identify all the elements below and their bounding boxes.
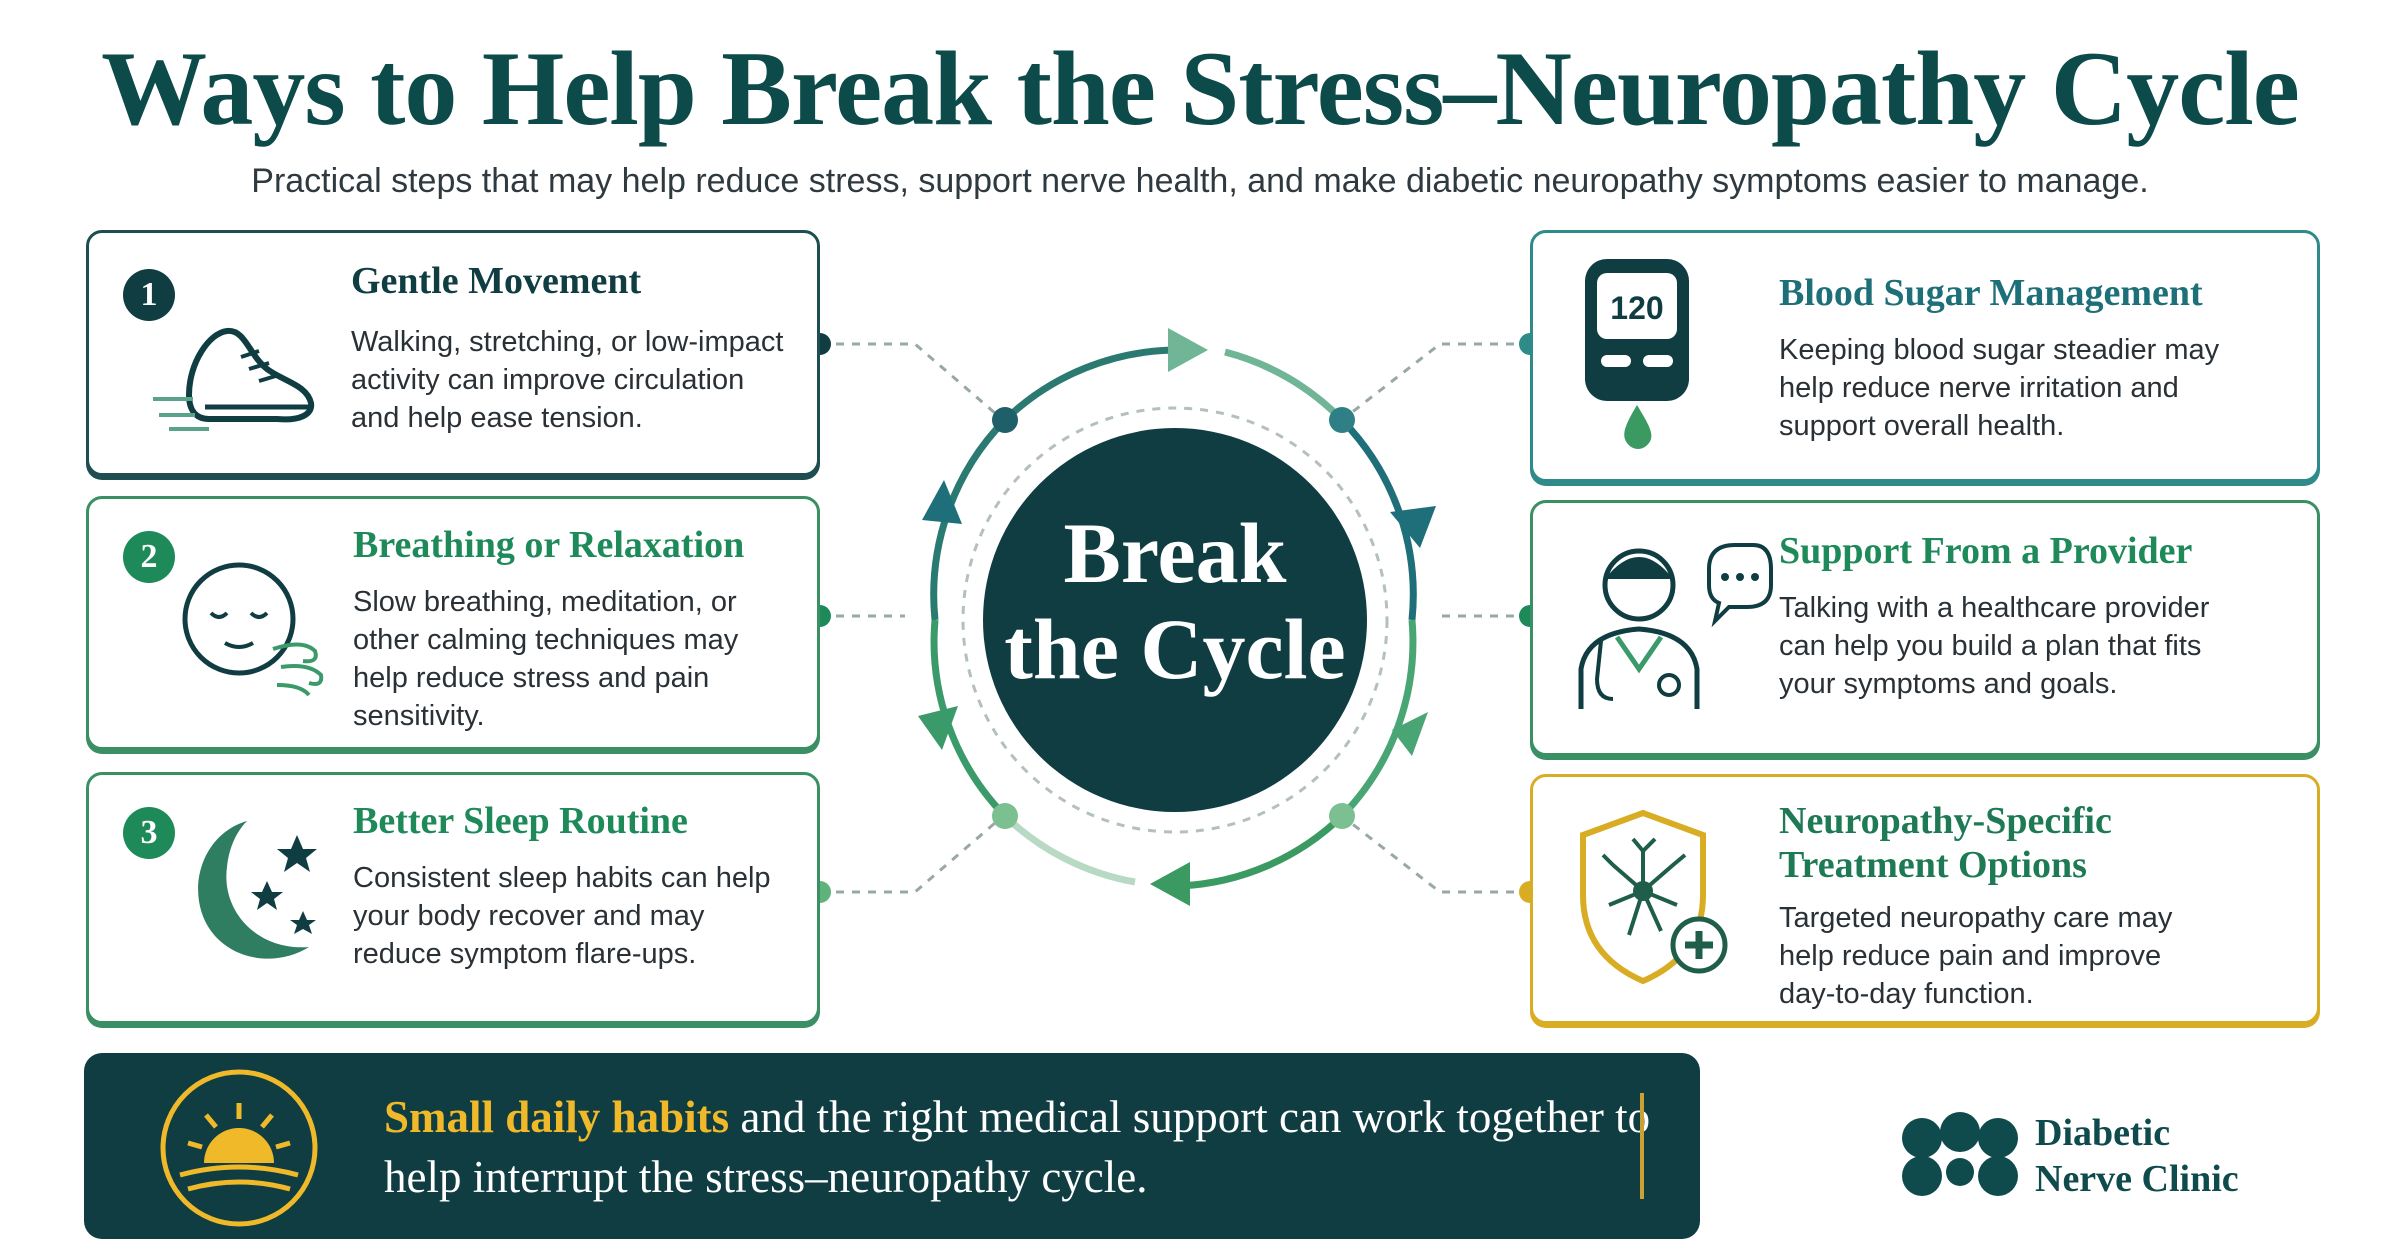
card-blood-sugar: 120 Blood Sugar Management Keeping blood… xyxy=(1530,230,2320,482)
meter-reading: 120 xyxy=(1610,290,1663,326)
banner-text: Small daily habits and the right medical… xyxy=(384,1087,1654,1207)
card-text: Talking with a healthcare provider can h… xyxy=(1779,592,2210,700)
page-title: Ways to Help Break the Stress–Neuropathy… xyxy=(101,30,2300,147)
moon-stars-icon xyxy=(198,821,317,959)
connector-line-1 xyxy=(820,342,1004,422)
card-support-provider: Support From a Provider Talking with a h… xyxy=(1530,500,2320,756)
arrowhead-left-lower xyxy=(918,706,958,750)
card-title: Neuropathy-Specific Treatment Options xyxy=(1779,800,2112,886)
cycle-arc-right-lower xyxy=(1339,619,1417,819)
sunrise-icon xyxy=(160,1069,318,1227)
ring-dot-1 xyxy=(992,407,1018,433)
banner-body: and the right medical support can work t… xyxy=(384,1092,1651,1202)
card-text: Consistent sleep habits can help your bo… xyxy=(353,862,771,970)
summary-banner: Small daily habits and the right medical… xyxy=(84,1053,1700,1239)
cycle-arc-top-left xyxy=(1002,346,1181,423)
arrowhead-bottom xyxy=(1150,862,1190,906)
ring-dot-4 xyxy=(1329,803,1355,829)
nerve-shield-icon xyxy=(1580,809,1728,985)
card-gentle-movement: 1 Gentle Movement Walking, stretching, o… xyxy=(86,230,820,476)
ring-dot-3 xyxy=(992,803,1018,829)
card-text: Keeping blood sugar steadier may help re… xyxy=(1779,334,2220,442)
card-text: Slow breathing, meditation, or other cal… xyxy=(353,586,739,732)
brand-name: Diabetic Nerve Clinic xyxy=(2035,1112,2239,1200)
card-breathing-relaxation: 2 Breathing or Relaxation Slow breathing… xyxy=(86,496,820,750)
page-subtitle: Practical steps that may help reduce str… xyxy=(251,162,2149,200)
step-number-badge: 1 xyxy=(123,269,175,321)
arrowhead-top xyxy=(1168,328,1208,372)
doctor-icon xyxy=(1578,543,1773,709)
card-text: Targeted neuropathy care may help reduce… xyxy=(1779,902,2173,1010)
center-title: Break the Cycle xyxy=(1004,505,1346,697)
clinic-logo-icon xyxy=(1902,1112,2018,1196)
banner-divider xyxy=(1640,1093,1644,1199)
card-better-sleep: 3 Better Sleep Routine Consistent sleep … xyxy=(86,772,820,1024)
connector-line-4 xyxy=(1341,342,1530,422)
card-title: Support From a Provider xyxy=(1779,530,2193,572)
banner-highlight: Small daily habits xyxy=(384,1092,730,1142)
arrowhead-left-upper xyxy=(922,480,962,524)
cycle-arc-bottom-left xyxy=(1002,813,1136,886)
arrowhead-right-lower xyxy=(1392,712,1428,756)
card-text: Walking, stretching, or low-impact activ… xyxy=(351,326,784,434)
cycle-arc-bottom-right xyxy=(1179,813,1345,890)
connector-line-6 xyxy=(1341,814,1530,894)
step-number-badge: 2 xyxy=(123,531,175,583)
center-circle xyxy=(983,428,1367,812)
card-title: Gentle Movement xyxy=(351,260,642,302)
inner-dashed-ring xyxy=(961,406,1389,834)
cycle-arc-top-right xyxy=(1224,348,1345,423)
connector-line-3 xyxy=(820,814,1004,894)
sneaker-icon xyxy=(153,327,315,431)
step-number-badge: 3 xyxy=(123,807,175,859)
calm-face-icon xyxy=(182,562,324,697)
card-title: Breathing or Relaxation xyxy=(353,524,745,566)
arrowhead-right-upper xyxy=(1390,506,1436,548)
glucose-meter-icon: 120 xyxy=(1585,259,1689,449)
card-neuropathy-treatment: Neuropathy-Specific Treatment Options Ta… xyxy=(1530,774,2320,1024)
card-title: Better Sleep Routine xyxy=(353,800,688,842)
card-title: Blood Sugar Management xyxy=(1779,272,2203,314)
ring-dot-2 xyxy=(1329,407,1355,433)
